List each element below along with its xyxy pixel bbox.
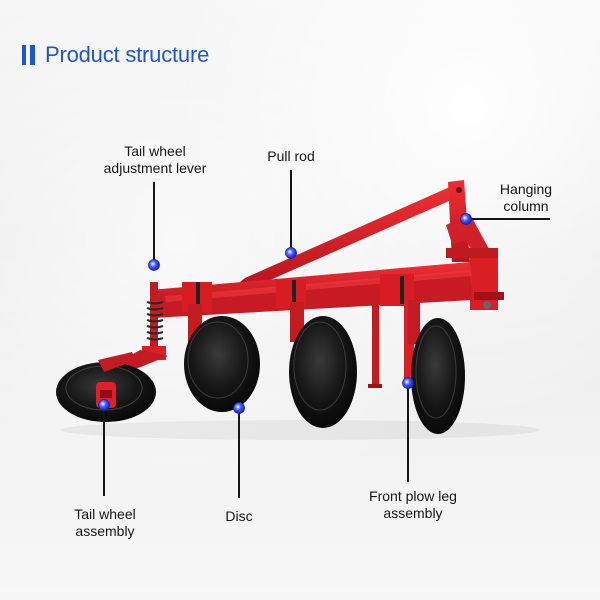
tail-wheel-part bbox=[56, 352, 156, 422]
section-heading: Product structure bbox=[22, 40, 209, 70]
heading-bar-icon bbox=[22, 45, 35, 65]
label-tail-wheel-assembly: Tail wheel assembly bbox=[74, 506, 136, 539]
plow-disc-3 bbox=[408, 300, 465, 434]
label-tail-wheel-adjustment-lever: Tail wheel adjustment lever bbox=[103, 143, 207, 176]
label-pull-rod: Pull rod bbox=[267, 148, 315, 164]
callout-marker-icon bbox=[98, 213, 472, 414]
plow-disc-1 bbox=[184, 304, 260, 412]
label-disc: Disc bbox=[225, 508, 253, 524]
plow-disc-2 bbox=[289, 302, 357, 428]
callout-lines bbox=[103, 170, 550, 498]
front-plow-leg-part bbox=[368, 300, 414, 388]
label-hanging-column: Hanging column bbox=[499, 181, 553, 214]
label-front-plow-leg-assembly: Front plow leg assembly bbox=[369, 488, 457, 521]
page-title: Product structure bbox=[45, 42, 210, 67]
hanging-column-part bbox=[446, 180, 504, 310]
